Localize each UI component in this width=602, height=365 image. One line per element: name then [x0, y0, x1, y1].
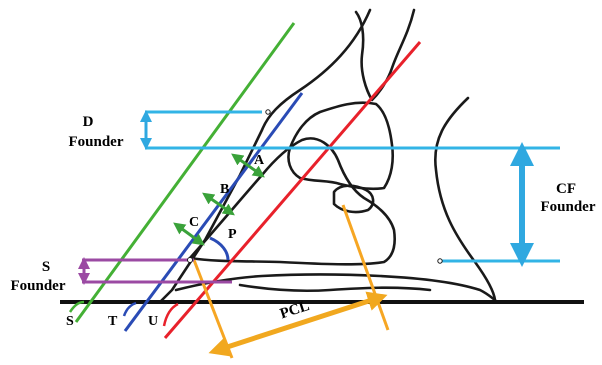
d-label: D	[83, 114, 94, 130]
green-dorsal-line	[74, 22, 296, 323]
orange-line-left	[192, 259, 234, 359]
u-angle-label: U	[148, 314, 158, 329]
c-label: C	[189, 215, 199, 230]
point-coronary	[265, 109, 271, 115]
sole-outline	[174, 273, 497, 302]
coffin-bone	[188, 137, 396, 266]
a-label: A	[254, 153, 265, 168]
cf-founder-label: Founder	[540, 199, 595, 215]
angle-u-arc	[162, 302, 179, 327]
angle-s-arc	[68, 300, 85, 313]
angle-p-arc	[209, 236, 230, 261]
point-sole	[437, 258, 443, 264]
s-angle-label: S	[66, 314, 74, 329]
arrow-b	[202, 192, 235, 216]
arrow-c	[173, 222, 205, 246]
b-label: B	[220, 182, 229, 197]
heel-outline	[434, 96, 497, 302]
hoof-outline	[158, 8, 497, 304]
p-label: P	[228, 227, 237, 242]
angle-t-arc	[122, 301, 137, 317]
point-hoof-wall	[187, 257, 193, 263]
s-label: S	[42, 259, 50, 275]
d-founder-label: Founder	[68, 134, 123, 150]
pcl-arrow	[208, 291, 388, 357]
hoof-wall-outer	[158, 8, 372, 304]
cf-label: CF	[556, 181, 576, 197]
arrow-a	[231, 153, 265, 178]
s-founder-label: Founder	[10, 278, 65, 294]
t-angle-label: T	[108, 314, 118, 329]
orange-line-right	[341, 204, 390, 331]
red-phalangeal-line	[163, 41, 422, 339]
digital-cushion	[238, 283, 432, 293]
